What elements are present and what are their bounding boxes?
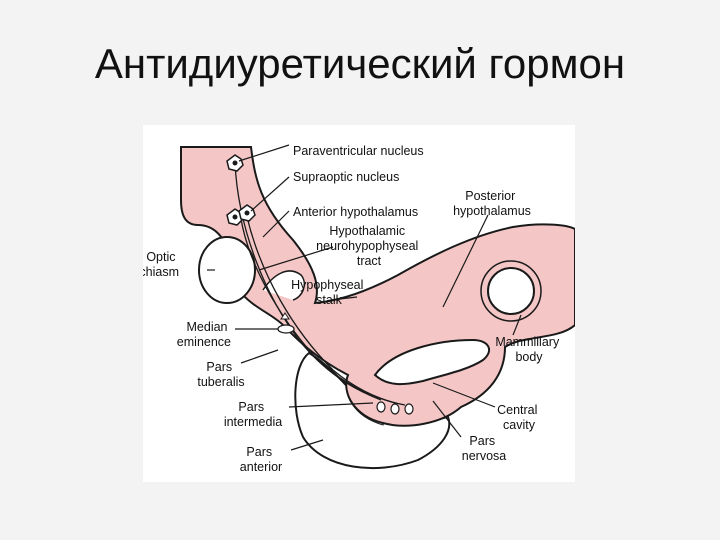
pituitary-diagram: Paraventricular nucleus Supraoptic nucle… — [143, 125, 575, 482]
median-eminence-recess — [262, 270, 305, 301]
label-hypophyseal-stalk: Hypophyseal stalk — [291, 278, 367, 307]
tract-fiber-3 — [246, 216, 406, 406]
label-pars-intermedia: Pars intermedia — [224, 400, 282, 429]
label-paraventricular-nucleus: Paraventricular nucleus — [293, 144, 424, 158]
label-central-cavity: Central cavity — [497, 403, 541, 432]
label-anterior-hypothalamus: Anterior hypothalamus — [293, 205, 418, 219]
pituitary-anatomy-svg: Paraventricular nucleus Supraoptic nucle… — [143, 144, 575, 474]
label-pars-anterior: Pars anterior — [240, 445, 282, 474]
leader-lines — [207, 144, 522, 451]
slide-title: Антидиуретический гормон — [94, 40, 626, 87]
optic-chiasm — [198, 236, 256, 304]
label-posterior-hypothalamus: Posterior hypothalamus — [453, 189, 531, 218]
central-cavity — [373, 338, 491, 386]
mammillary-body — [487, 267, 535, 315]
label-optic-chiasm: Optic chiasm — [143, 250, 179, 279]
median-eminence-terminal — [277, 324, 295, 334]
paraventricular-neuron-icon — [226, 154, 244, 172]
label-pars-tuberalis: Pars tuberalis — [197, 360, 244, 389]
label-supraoptic-nucleus: Supraoptic nucleus — [293, 170, 399, 184]
label-mammillary-body: Mammillary body — [495, 335, 562, 364]
label-median-eminence: Median eminence — [177, 320, 231, 349]
label-pars-nervosa: Pars nervosa — [462, 434, 507, 463]
label-hypothalamic-tract: Hypothalamic neurohypophyseal tract — [316, 224, 422, 268]
